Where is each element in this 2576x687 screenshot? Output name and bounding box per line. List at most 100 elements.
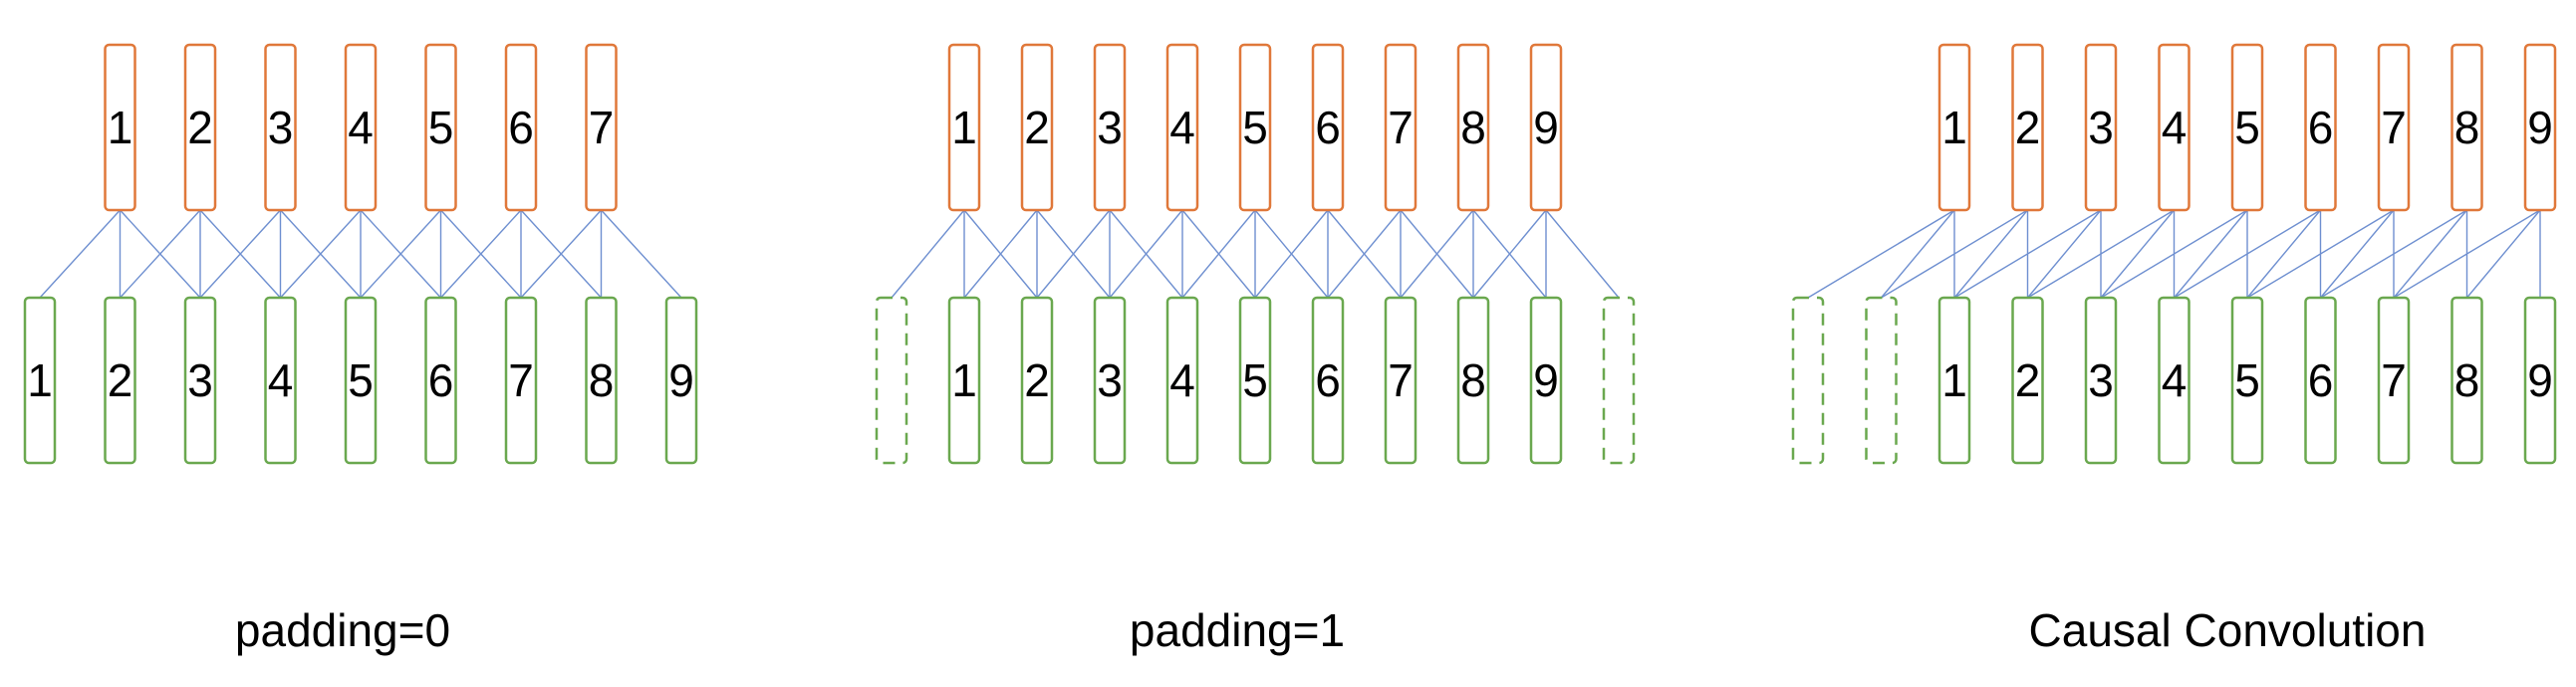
output-node-label: 4 (348, 102, 374, 153)
connection-line (2026, 209, 2102, 299)
connection-line (2465, 209, 2541, 299)
connection-line (439, 209, 522, 299)
connection-line (199, 209, 282, 299)
output-node (2230, 43, 2264, 212)
output-node (2304, 43, 2337, 212)
output-node-label: 1 (108, 102, 133, 153)
input-node (1093, 296, 1127, 465)
output-node (2450, 43, 2483, 212)
connection-line (600, 209, 682, 299)
connection-line (1109, 209, 1183, 299)
output-node-label: 6 (508, 102, 534, 153)
connection-line (891, 209, 965, 299)
input-node-label: 2 (108, 354, 133, 406)
output-node (2084, 43, 2118, 212)
input-node-label: 9 (668, 354, 694, 406)
connection-line (1953, 209, 2029, 299)
input-node-label: 9 (2527, 354, 2553, 406)
output-node-label: 8 (2454, 102, 2480, 153)
input-node-label: 9 (1533, 354, 1559, 406)
input-node-label: 8 (589, 354, 615, 406)
input-node (1384, 296, 1417, 465)
output-node-label: 4 (1169, 102, 1195, 153)
output-node-label: 6 (1315, 102, 1341, 153)
output-node (1020, 43, 1054, 212)
output-node (2011, 43, 2044, 212)
output-node (1093, 43, 1127, 212)
connection-line (1880, 209, 1955, 299)
output-node (1529, 43, 1563, 212)
output-node (1238, 43, 1272, 212)
output-node (264, 43, 297, 212)
connection-line (1953, 209, 2102, 299)
output-node-label: 7 (589, 102, 615, 153)
input-node-label: 1 (1941, 354, 1967, 406)
input-node (1238, 296, 1272, 465)
connection-line (2246, 209, 2322, 299)
input-node (104, 296, 136, 465)
connection-line (1545, 209, 1620, 299)
input-node-label: 6 (1315, 354, 1341, 406)
connection-line (520, 209, 603, 299)
input-node-label: 2 (2015, 354, 2041, 406)
connection-line (2319, 209, 2395, 299)
input-node-label: 7 (2381, 354, 2407, 406)
output-node (2158, 43, 2190, 212)
input-node-label: 3 (2088, 354, 2114, 406)
output-node-label: 3 (268, 102, 294, 153)
output-node (1456, 43, 1490, 212)
connection-line (2393, 209, 2468, 299)
output-node (2523, 43, 2557, 212)
input-node (947, 296, 981, 465)
connection-line (1472, 209, 1547, 299)
input-node-label: 2 (1024, 354, 1050, 406)
input-node-label: 5 (348, 354, 374, 406)
input-node-label: 1 (951, 354, 977, 406)
connection-line (119, 209, 201, 299)
output-node-label: 9 (2527, 102, 2553, 153)
connection-line (2393, 209, 2541, 299)
output-node (1384, 43, 1417, 212)
input-node-label: 7 (1388, 354, 1414, 406)
connection-line (1807, 209, 1955, 299)
output-node-label: 5 (1242, 102, 1268, 153)
output-node-label: 1 (1941, 102, 1967, 153)
input-node-label: 1 (27, 354, 53, 406)
output-node-label: 1 (951, 102, 977, 153)
output-node (1311, 43, 1345, 212)
output-node-label: 3 (1097, 102, 1123, 153)
input-node (2011, 296, 2044, 465)
input-node (183, 296, 217, 465)
connection-line (2100, 209, 2176, 299)
input-node-label: 5 (1242, 354, 1268, 406)
input-node-label: 3 (1097, 354, 1123, 406)
input-node-label: 5 (2234, 354, 2260, 406)
output-node-label: 6 (2308, 102, 2334, 153)
padding-node (1602, 296, 1636, 465)
input-node (1456, 296, 1490, 465)
padding-node (1791, 296, 1825, 465)
connection-line (360, 209, 442, 299)
output-node (1937, 43, 1971, 212)
input-node-label: 4 (1169, 354, 1195, 406)
input-node-label: 8 (2454, 354, 2480, 406)
connection-line (279, 209, 362, 299)
output-node (947, 43, 981, 212)
connection-line (1881, 209, 2028, 299)
input-node (1165, 296, 1199, 465)
connection-line (1400, 209, 1474, 299)
output-node (1165, 43, 1199, 212)
input-node (2158, 296, 2190, 465)
output-node (504, 43, 538, 212)
connection-line (963, 209, 1038, 299)
connection-line (1181, 209, 1256, 299)
input-node (1529, 296, 1563, 465)
output-node-label: 4 (2162, 102, 2188, 153)
connection-line (2027, 209, 2175, 299)
input-node-label: 7 (508, 354, 534, 406)
